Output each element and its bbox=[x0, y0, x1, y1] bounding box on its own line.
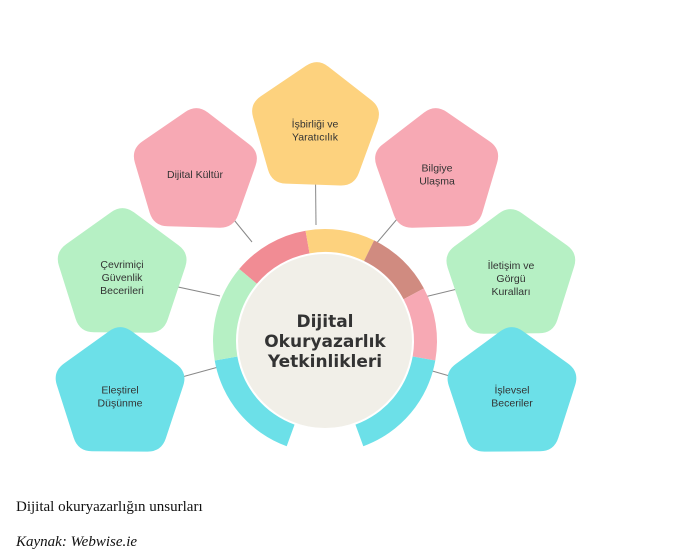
ring-segment-4 bbox=[403, 288, 437, 361]
node-label-line: Beceriler bbox=[491, 398, 533, 410]
pentagon-shape bbox=[57, 208, 187, 333]
ring-segment-6 bbox=[214, 356, 295, 447]
node-label-line: Dijital Kültür bbox=[167, 169, 224, 181]
pentagon-shape bbox=[375, 108, 499, 228]
figure-caption: Dijital okuryazarlığın unsurları bbox=[16, 499, 203, 515]
node-label-line: Bilgiye bbox=[422, 163, 453, 175]
node-label-line: Çevrimiçi bbox=[100, 259, 143, 271]
pentagon-shape bbox=[447, 327, 577, 452]
node-label-line: İşbirliği ve bbox=[292, 118, 339, 131]
ring-segment-2 bbox=[305, 229, 375, 262]
node-label-line: İşlevsel bbox=[494, 384, 529, 397]
node-label-line: Görgü bbox=[496, 273, 525, 285]
node-label-line: Kuralları bbox=[491, 286, 530, 298]
node-label-line: İletişim ve bbox=[488, 259, 535, 272]
node-label-line: Yaratıcılık bbox=[292, 132, 339, 144]
center-ring bbox=[213, 229, 437, 447]
center-label-line: Dijital bbox=[296, 312, 353, 332]
node-label-line: Güvenlik bbox=[102, 272, 144, 284]
node-label-line: Ulaşma bbox=[419, 176, 455, 188]
ring-segment-5 bbox=[355, 356, 436, 447]
center-label-line: Yetkinlikleri bbox=[267, 352, 382, 372]
center-circle bbox=[238, 254, 412, 428]
center-label-line: Okuryazarlık bbox=[264, 332, 386, 352]
node-label-line: Eleştirel bbox=[101, 385, 138, 397]
ring-segment-1 bbox=[239, 230, 310, 284]
pentagon-shape bbox=[446, 209, 576, 334]
node-dijital-kultur: Dijital Kültür bbox=[133, 108, 257, 228]
node-label-line: Becerileri bbox=[100, 285, 144, 297]
pentagon-shape bbox=[133, 108, 257, 228]
ring-segment-7 bbox=[213, 269, 257, 361]
pentagon-shape bbox=[252, 62, 379, 186]
node-label-line: Düşünme bbox=[98, 398, 143, 410]
node-label: Dijital Kültür bbox=[167, 169, 224, 181]
ring-segment-3 bbox=[364, 240, 424, 300]
pentagon-shape bbox=[55, 327, 185, 452]
figure-source: Kaynak: Webwise.ie bbox=[16, 534, 138, 550]
